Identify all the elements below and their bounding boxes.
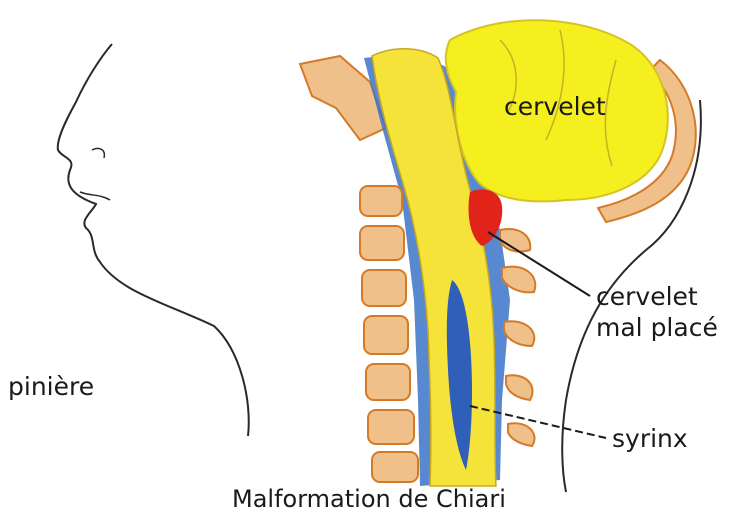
spinous-process-5 bbox=[508, 423, 535, 446]
spinous-process-4 bbox=[506, 375, 533, 400]
nostril-line bbox=[92, 148, 104, 158]
label-syrinx: syrinx bbox=[612, 424, 688, 454]
vertebra-6 bbox=[368, 410, 414, 444]
vertebra-1 bbox=[360, 186, 402, 216]
diagram-caption: Malformation de Chiari bbox=[232, 484, 506, 514]
vertebra-3 bbox=[362, 270, 406, 306]
label-spinal: pinière bbox=[8, 372, 94, 402]
spinous-process-3 bbox=[504, 321, 534, 346]
vertebra-2 bbox=[360, 226, 404, 260]
vertebra-4 bbox=[364, 316, 408, 354]
vertebra-7 bbox=[372, 452, 418, 482]
label-displaced-cerebellum-line2: mal placé bbox=[596, 313, 718, 343]
label-displaced-cerebellum-line1: cervelet bbox=[596, 282, 698, 312]
vertebra-5 bbox=[366, 364, 410, 400]
label-cerebellum: cervelet bbox=[504, 92, 606, 122]
